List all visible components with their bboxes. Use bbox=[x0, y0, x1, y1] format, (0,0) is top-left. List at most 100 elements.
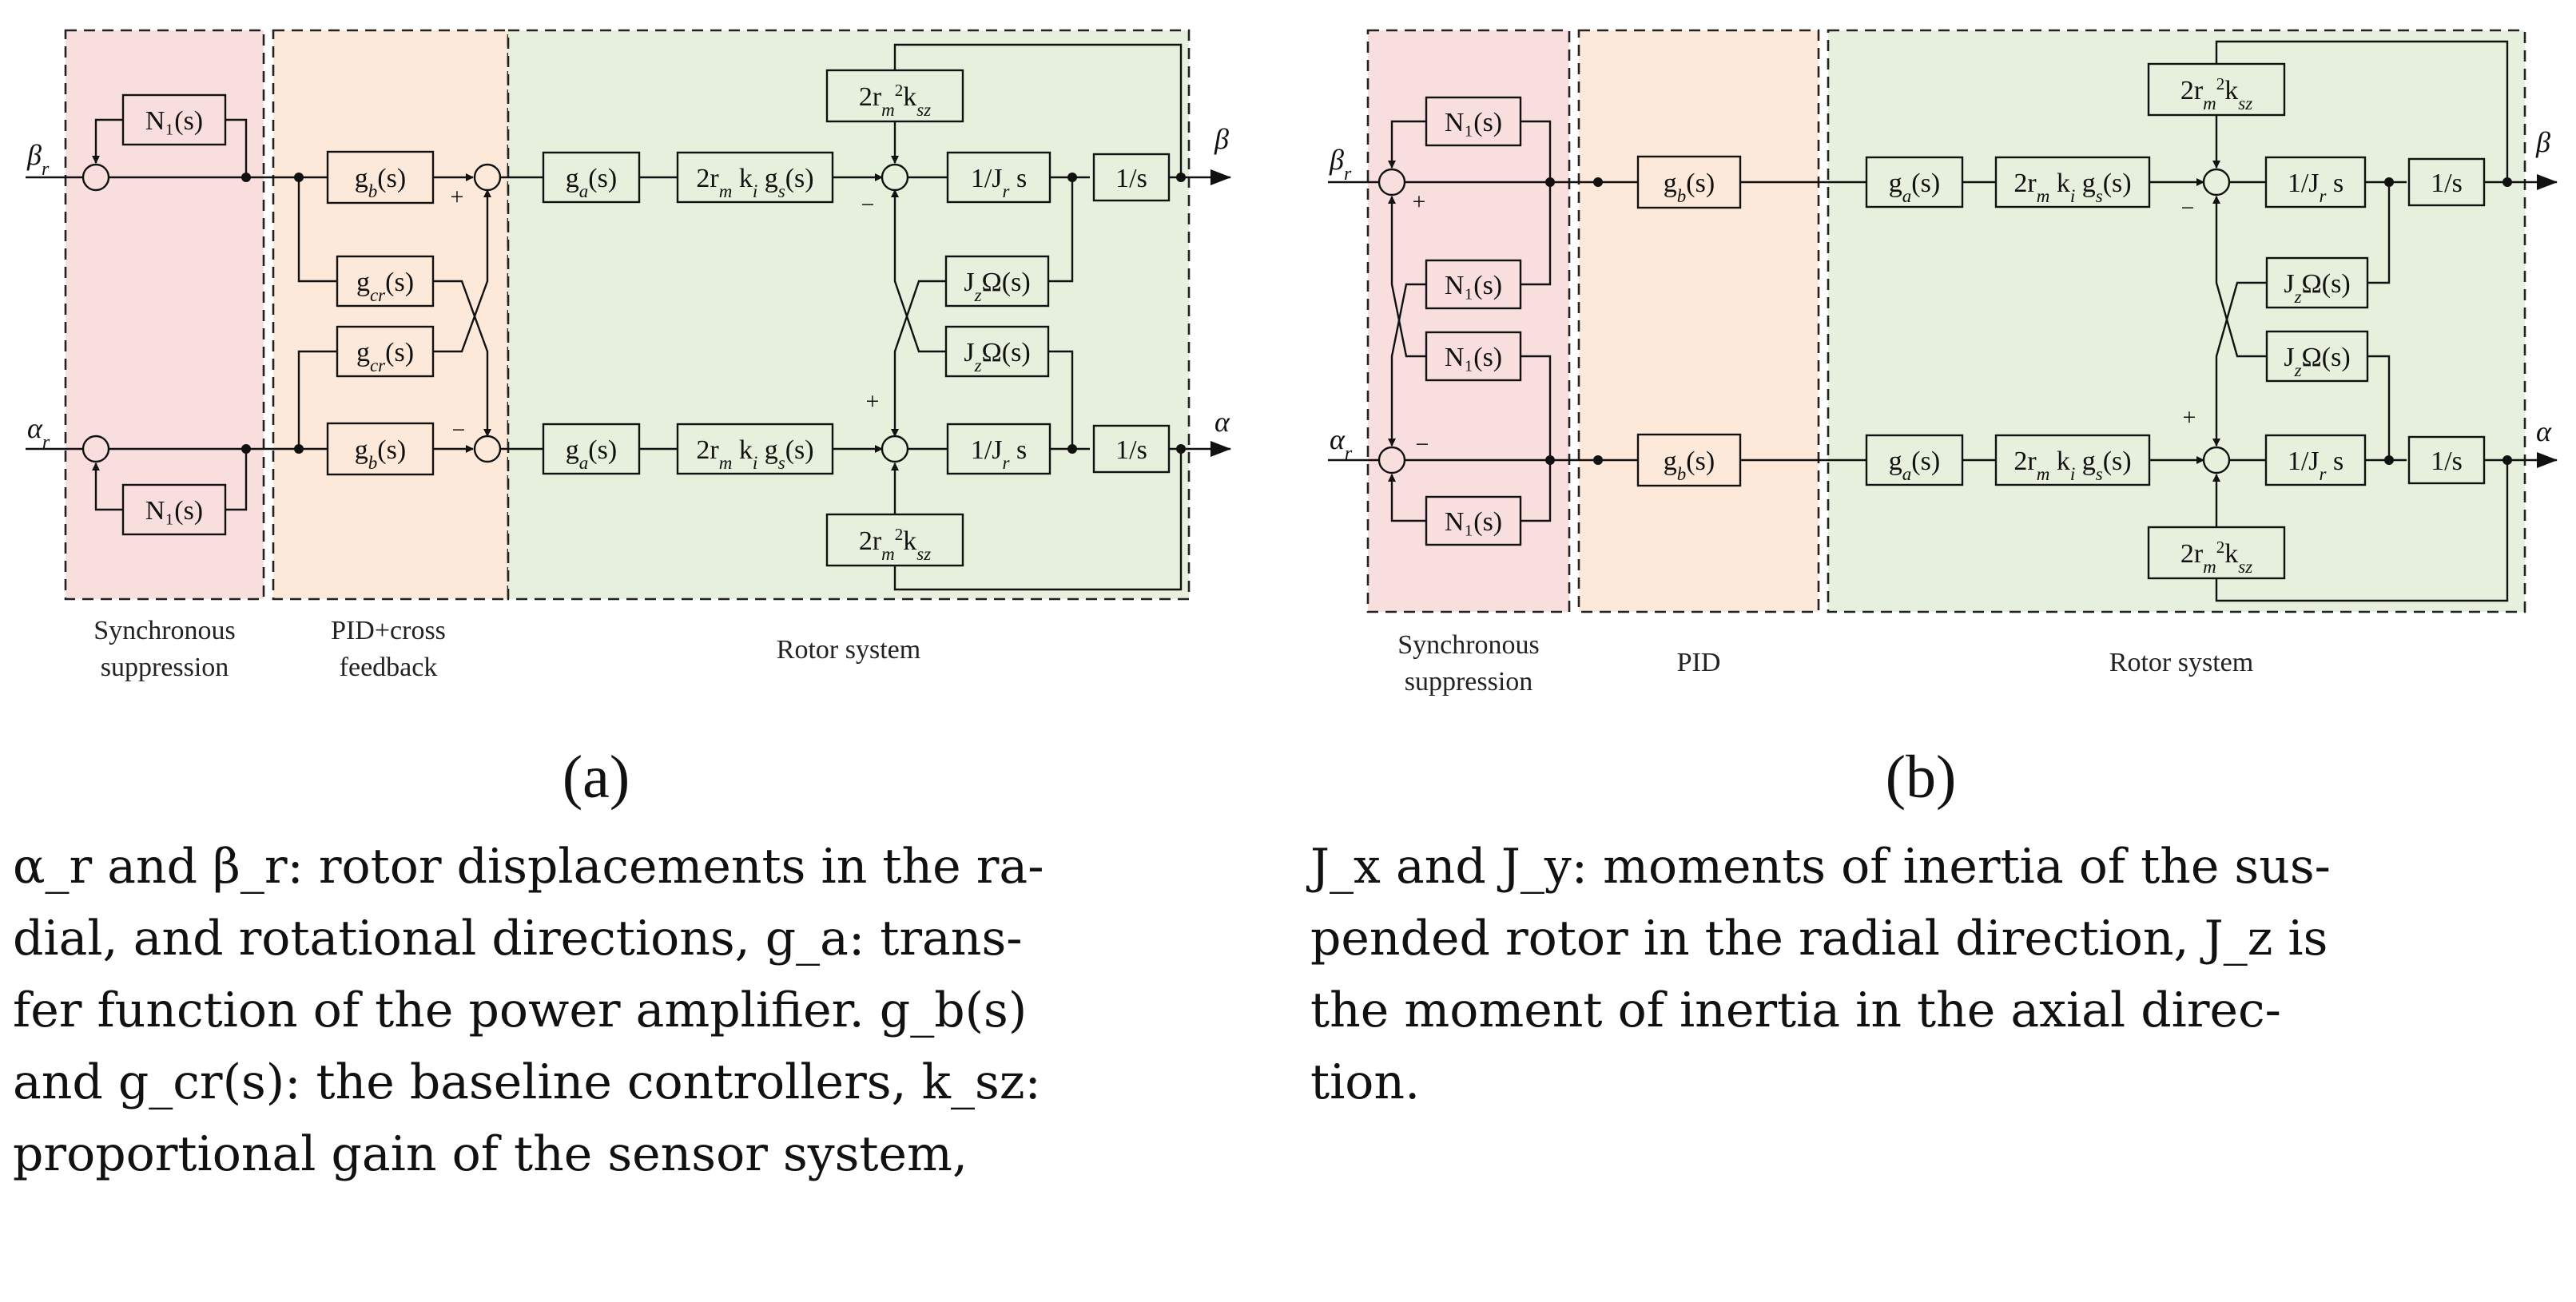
signal-line bbox=[433, 189, 491, 353]
block-gb-top-a-text: gb(s) bbox=[355, 164, 406, 201]
label-sync-a-2: suppression bbox=[101, 653, 229, 682]
block-ki-top-b: 2rm ki gs(s) bbox=[1994, 156, 2151, 208]
signal-beta-out-a: β bbox=[1214, 123, 1229, 155]
block-n1-bot-a-text: N₁(s) bbox=[145, 496, 203, 526]
signal-line bbox=[893, 43, 1183, 177]
signal-line bbox=[2212, 196, 2267, 358]
block-inertia-top-a-text: 1/Jr s bbox=[971, 164, 1027, 201]
block-inertia-bot-a-text: 1/Jr s bbox=[971, 435, 1027, 473]
sign-minus-rotor-top-b: − bbox=[2181, 195, 2195, 221]
block-gb-bot-a-text: gb(s) bbox=[355, 435, 406, 473]
signal-beta-out-b: β bbox=[2535, 126, 2550, 158]
block-gyro-1-a-text: JzΩ(s) bbox=[964, 268, 1030, 305]
block-inertia-bot-b-text: 1/Jr s bbox=[2288, 447, 2343, 484]
caption-right-line-2: pended rotor in the radial direction, J_… bbox=[1310, 911, 2328, 967]
signal-alpha-out-b: α bbox=[2536, 415, 2552, 447]
sign-plus-rotor-bot-a: + bbox=[866, 388, 880, 415]
block-int-bot-a-text: 1/s bbox=[1115, 435, 1147, 465]
block-ki-bot-b: 2rm ki gs(s) bbox=[1994, 434, 2151, 486]
sign-minus-sync-b: − bbox=[1416, 431, 1429, 458]
signal-line bbox=[297, 350, 337, 449]
caption-right-line-1: J_x and J_y: moments of inertia of the s… bbox=[1310, 839, 2331, 895]
signal-line bbox=[1521, 120, 1552, 182]
block-gcr-1-a-text: gcr(s) bbox=[356, 268, 414, 305]
label-sync-b-2: suppression bbox=[1405, 667, 1533, 697]
sign-minus-rotor-top-a: − bbox=[861, 192, 875, 218]
block-gb-top-b-text: gb(s) bbox=[1664, 169, 1715, 206]
signal-alpha-r-b: αr bbox=[1330, 423, 1353, 464]
block-int-bot-b-text: 1/s bbox=[2431, 447, 2463, 476]
signal-line bbox=[225, 449, 248, 511]
block-sensor-top-b-text: 2rm2ksz bbox=[2180, 74, 2252, 113]
block-ga-bot-a-text: ga(s) bbox=[566, 435, 617, 473]
caption-left-line-4: and g_cr(s): the baseline controllers, k… bbox=[13, 1054, 1041, 1110]
sign-plus-sync-b: + bbox=[1413, 189, 1426, 215]
block-ki-top-a-text: 2rm ki gs(s) bbox=[696, 164, 813, 201]
block-ki-bot-b-text: 2rm ki gs(s) bbox=[2013, 447, 2131, 484]
signal-line bbox=[1048, 350, 1074, 449]
signal-beta-r-a: βr bbox=[26, 139, 50, 180]
signal-line bbox=[1521, 355, 1552, 460]
block-ki-top-b-text: 2rm ki gs(s) bbox=[2013, 169, 2131, 206]
signal-line bbox=[2215, 40, 2509, 182]
label-pid-a-2: feedback bbox=[340, 653, 438, 682]
block-n1-top-a-text: N₁(s) bbox=[145, 106, 203, 136]
signal-line bbox=[891, 189, 946, 353]
block-gyro-2-b-text: JzΩ(s) bbox=[2284, 343, 2350, 380]
caption-right-line-3: the moment of inertia in the axial direc… bbox=[1310, 982, 2281, 1038]
signal-line bbox=[2367, 182, 2391, 284]
block-ki-bot-a-text: 2rm ki gs(s) bbox=[696, 435, 813, 473]
block-int-top-b-text: 1/s bbox=[2431, 169, 2463, 198]
block-inertia-top-b: 1/Jr s bbox=[2264, 156, 2367, 208]
panel-a-diagram: βrN₁(s)αrN₁(s)gb(s)+gb(s)−gcr(s)gcr(s)ga… bbox=[26, 29, 1231, 682]
block-gb-bot-a: gb(s) bbox=[326, 422, 435, 476]
caption-left-line-3: fer function of the power amplifier. g_b… bbox=[13, 982, 1028, 1038]
caption-left-line-2: dial, and rotational directions, g_a: tr… bbox=[13, 911, 1023, 967]
block-n1-c2-b: N₁(s) bbox=[1425, 331, 1522, 382]
block-ga-top-b-text: ga(s) bbox=[1889, 169, 1940, 206]
label-sync-a-1: Synchronous bbox=[93, 616, 236, 645]
block-ga-bot-a: ga(s) bbox=[542, 423, 641, 475]
block-ga-bot-b-text: ga(s) bbox=[1889, 447, 1940, 484]
block-ki-top-a: 2rm ki gs(s) bbox=[676, 151, 834, 204]
panel-b-diagram: βr+N₁(s)αr−N₁(s)N₁(s)N₁(s)gb(s)gb(s)ga(s… bbox=[1328, 29, 2558, 697]
block-inertia-top-a: 1/Jr s bbox=[946, 151, 1051, 204]
signal-alpha-out-a: α bbox=[1214, 406, 1230, 438]
caption-right-line-4: tion. bbox=[1310, 1054, 1421, 1110]
panel-b-label: (b) bbox=[1886, 744, 1957, 811]
sign-minus-bot-a: − bbox=[452, 417, 466, 443]
signal-line bbox=[1388, 120, 1426, 169]
sign-plus-top-a: + bbox=[451, 184, 464, 210]
block-sensor-bot-a-text: 2rm2ksz bbox=[859, 525, 931, 564]
label-rotor-a: Rotor system bbox=[777, 635, 920, 665]
block-gyro-1-b-text: JzΩ(s) bbox=[2284, 269, 2350, 307]
signal-line bbox=[92, 462, 123, 511]
signal-line bbox=[92, 118, 123, 164]
block-gyro-2-a-text: JzΩ(s) bbox=[964, 338, 1030, 375]
caption-left-line-1: α_r and β_r: rotor displacements in the … bbox=[13, 839, 1044, 895]
region-sync-suppression-b bbox=[1366, 29, 1571, 613]
signal-line bbox=[2367, 355, 2391, 460]
block-gcr-2-a-text: gcr(s) bbox=[356, 338, 414, 375]
signal-line bbox=[1521, 460, 1552, 522]
signal-line bbox=[1388, 196, 1426, 358]
panel-a-label: (a) bbox=[563, 744, 630, 811]
caption-left-line-5: proportional gain of the sensor system, bbox=[13, 1126, 968, 1182]
block-ga-top-a-text: ga(s) bbox=[566, 164, 617, 201]
signal-line bbox=[893, 449, 1183, 591]
block-gb-bot-b-text: gb(s) bbox=[1664, 447, 1715, 484]
label-sync-b-1: Synchronous bbox=[1397, 630, 1540, 660]
block-inertia-top-b-text: 1/Jr s bbox=[2288, 169, 2343, 206]
signal-alpha-r-a: αr bbox=[27, 412, 50, 453]
block-ga-top-a: ga(s) bbox=[542, 151, 641, 204]
signal-line bbox=[2215, 460, 2509, 602]
signal-line bbox=[297, 177, 337, 283]
label-rotor-b: Rotor system bbox=[2109, 648, 2253, 677]
block-n1-c1-b-text: N₁(s) bbox=[1445, 271, 1502, 300]
block-int-top-a-text: 1/s bbox=[1115, 164, 1147, 193]
signal-line bbox=[1048, 177, 1074, 283]
signal-line bbox=[225, 118, 248, 177]
block-ki-bot-a: 2rm ki gs(s) bbox=[676, 423, 834, 475]
caption-left: α_r and β_r: rotor displacements in the … bbox=[13, 831, 1227, 1190]
block-sensor-bot-b-text: 2rm2ksz bbox=[2180, 538, 2252, 577]
